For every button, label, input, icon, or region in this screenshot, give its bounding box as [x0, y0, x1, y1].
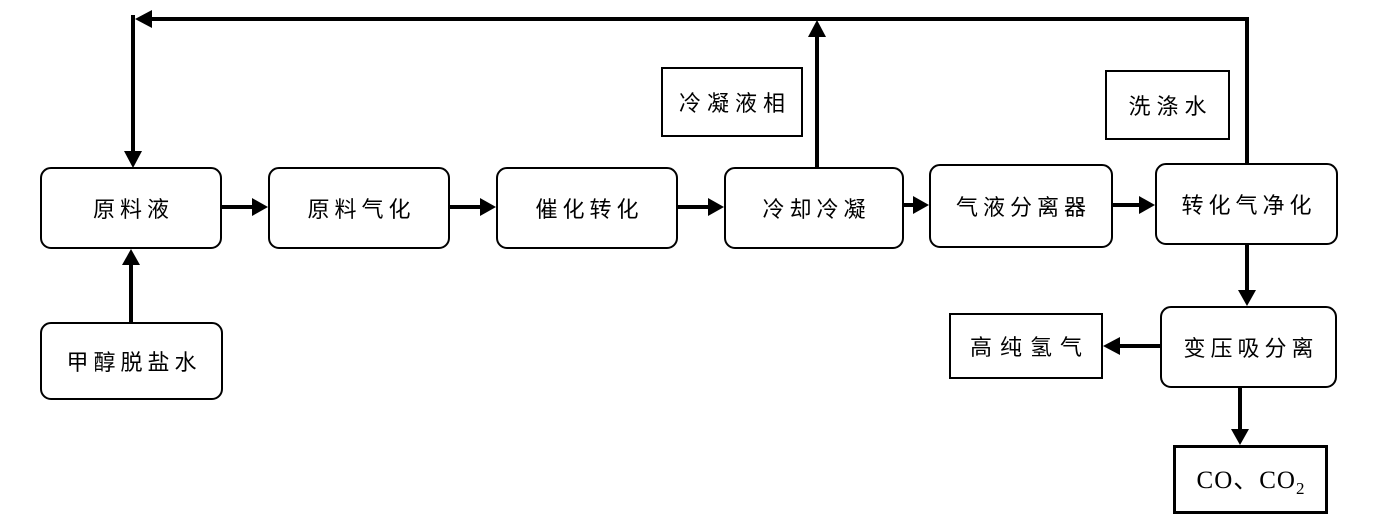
- node-label: 变压吸分离: [1183, 336, 1319, 361]
- node-label: 原料气化: [307, 197, 416, 222]
- psa-to-co2-arrowhead-icon: [1231, 429, 1249, 445]
- psa-to-hydrogen-arrowhead-icon: [1103, 337, 1120, 355]
- flow-arrowhead-4-icon: [913, 196, 929, 214]
- node-label: 转化气净化: [1181, 193, 1317, 218]
- node-feed-liquid: 原料液: [40, 167, 222, 249]
- purification-to-psa-arrowhead-icon: [1238, 290, 1256, 306]
- demin-water-up-arrowhead-icon: [122, 249, 140, 265]
- node-co-co2: CO、CO2: [1173, 445, 1328, 514]
- recycle-top-line: [151, 17, 1249, 163]
- node-label: 冷凝液相: [678, 91, 791, 116]
- node-psa-separation: 变压吸分离: [1160, 306, 1337, 388]
- node-label: 高纯氢气: [969, 335, 1090, 360]
- node-catalytic-conversion: 催化转化: [496, 167, 678, 249]
- node-label: 洗涤水: [1128, 94, 1213, 119]
- co2-subscript: 2: [1295, 479, 1305, 498]
- flow-arrowhead-2-icon: [480, 198, 496, 216]
- node-label: 冷却冷凝: [762, 197, 871, 222]
- node-washing-water: 洗涤水: [1105, 70, 1230, 140]
- node-cooling-condensation: 冷却冷凝: [724, 167, 904, 249]
- flow-arrowhead-1-icon: [252, 198, 268, 216]
- flow-arrowhead-3-icon: [708, 198, 724, 216]
- node-gas-liquid-separator: 气液分离器: [929, 164, 1113, 248]
- flow-arrowhead-5-icon: [1139, 196, 1155, 214]
- node-label: 原料液: [92, 197, 174, 222]
- node-label: 甲醇脱盐水: [66, 350, 202, 375]
- node-reformate-purification: 转化气净化: [1155, 163, 1338, 245]
- recycle-left-arrowhead-icon: [135, 10, 152, 28]
- condensate-up-arrowhead-icon: [808, 20, 826, 37]
- node-condensate-phase: 冷凝液相: [661, 67, 803, 137]
- node-methanol-demin-water: 甲醇脱盐水: [40, 322, 223, 400]
- node-label: CO、CO2: [1196, 467, 1305, 498]
- node-feed-vaporization: 原料气化: [268, 167, 450, 249]
- recycle-down-arrowhead-icon: [124, 151, 142, 168]
- node-high-purity-hydrogen: 高纯氢气: [949, 313, 1103, 379]
- node-label: 催化转化: [535, 197, 644, 222]
- node-label: 气液分离器: [955, 195, 1091, 220]
